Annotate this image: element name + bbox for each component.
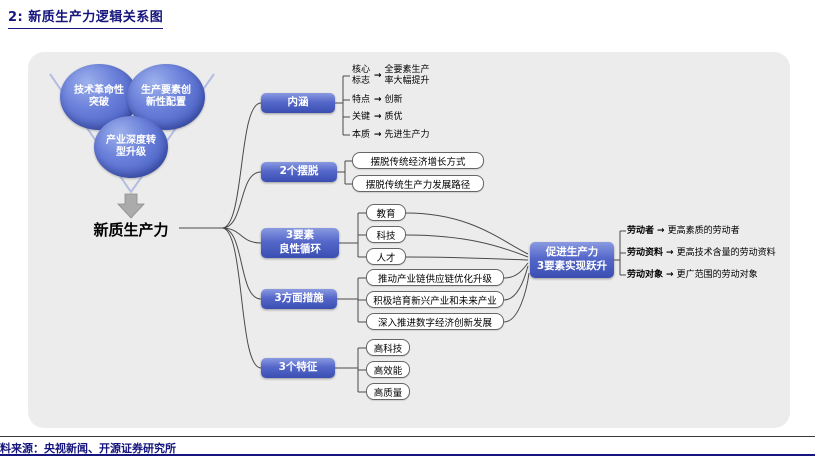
- funnel-circle-tech-label: 技术革命性突破: [74, 84, 124, 109]
- down-arrow-icon: [117, 193, 145, 219]
- funnel-circle-factors-label: 生产要素创新性配置: [141, 84, 191, 109]
- item-key: 关键: [351, 111, 370, 122]
- features-connectors: [335, 347, 366, 393]
- leaf-box-element: 科技: [366, 226, 406, 243]
- root-label: 新质生产力: [93, 221, 169, 239]
- branch-breakaways: 2个摆脱: [261, 162, 337, 182]
- promotion-item: 劳动资料 → 更高技术含量的劳动资料: [627, 247, 776, 259]
- item-key: 特点: [351, 94, 370, 105]
- trunk-connectors: [179, 102, 262, 369]
- elements-connectors: [339, 212, 366, 258]
- item-key: 劳动资料: [627, 247, 664, 258]
- leaf-box-breakaway: 摆脱传统生产力发展路径: [352, 175, 484, 192]
- leaf-box-feature: 高效能: [366, 361, 410, 378]
- arrow-icon: →: [666, 269, 674, 280]
- item-value: 质优: [384, 111, 403, 122]
- leaf-box-measure: 深入推进数字经济创新发展: [366, 313, 504, 330]
- promotion-node: 促进生产力 3要素实现跃升: [530, 242, 614, 278]
- promotion-connectors: [614, 230, 626, 276]
- convergence-connectors: [405, 212, 530, 323]
- branch-elements: 3要素 良性循环: [261, 228, 339, 258]
- connotation-item: 特点 → 创新: [351, 94, 403, 106]
- arrow-icon: →: [374, 94, 382, 105]
- promotion-item: 劳动对象 → 更广范围的劳动对象: [627, 269, 758, 281]
- connotation-item: 核心 标志 → 全要素生产 率大幅提升: [351, 64, 430, 88]
- item-value: 更高技术含量的劳动资料: [676, 247, 776, 258]
- branch-connotation: 内涵: [261, 93, 335, 113]
- branch-measures: 3方面措施: [261, 289, 337, 309]
- item-key: 劳动者: [627, 225, 655, 236]
- item-value: 更广范围的劳动对象: [676, 269, 758, 280]
- connotation-item: 关键 → 质优: [351, 111, 403, 123]
- funnel-circle-industry-label: 产业深度转型升级: [106, 134, 156, 159]
- leaf-box-feature: 高科技: [366, 339, 410, 356]
- footer-divider: [0, 436, 815, 437]
- leaf-box-element: 教育: [366, 204, 406, 221]
- measures-connectors: [337, 277, 366, 323]
- breakaway-connectors: [337, 160, 352, 185]
- leaf-box-feature: 高质量: [366, 383, 410, 400]
- item-value: 创新: [384, 94, 403, 105]
- connotation-connectors: [335, 75, 350, 136]
- arrow-icon: →: [374, 111, 382, 122]
- branch-features: 3个特征: [261, 358, 335, 378]
- arrow-icon: →: [374, 70, 382, 81]
- funnel-circle-factors: 生产要素创新性配置: [127, 64, 205, 130]
- item-key: 劳动对象: [627, 269, 664, 280]
- arrow-icon: →: [374, 129, 382, 140]
- figure-title: 2: 新质生产力逻辑关系图: [8, 6, 164, 29]
- leaf-box-measure: 推动产业链供应链优化升级: [366, 269, 504, 286]
- arrow-icon: →: [657, 225, 665, 236]
- item-key: 核心 标志: [351, 65, 370, 86]
- item-value: 更高素质的劳动者: [667, 225, 740, 236]
- leaf-box-measure: 积极培育新兴产业和未来产业: [366, 291, 504, 308]
- connotation-item: 本质 → 先进生产力: [351, 129, 430, 141]
- funnel-circle-industry: 产业深度转型升级: [94, 116, 168, 178]
- item-value: 全要素生产 率大幅提升: [384, 65, 430, 86]
- source-note: 料来源：央视新闻、开源证券研究所: [0, 442, 176, 455]
- item-key: 本质: [351, 129, 370, 140]
- promotion-item: 劳动者 → 更高素质的劳动者: [627, 225, 740, 237]
- item-value: 先进生产力: [384, 129, 430, 140]
- leaf-box-breakaway: 摆脱传统经济增长方式: [352, 152, 484, 169]
- bottom-border: [0, 454, 815, 456]
- arrow-icon: →: [666, 247, 674, 258]
- leaf-box-element: 人才: [366, 248, 406, 265]
